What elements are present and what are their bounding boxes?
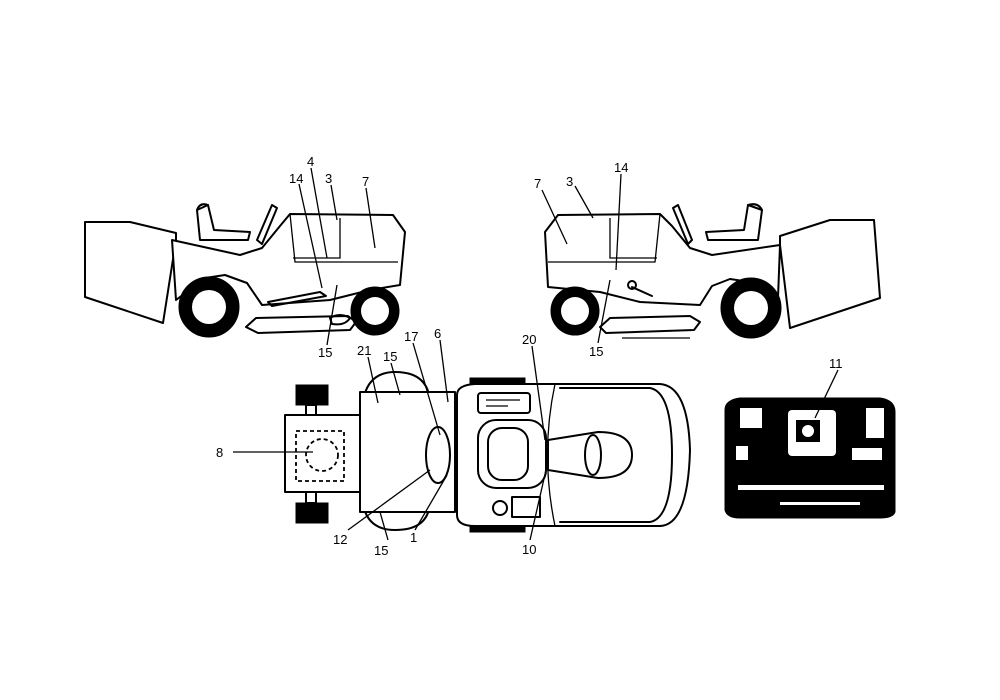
- callout-label: 15: [589, 344, 603, 359]
- callout-label: 20: [522, 332, 536, 347]
- callout-label: 14: [289, 171, 303, 186]
- callout-label: 15: [383, 349, 397, 364]
- callout-label: 4: [307, 154, 314, 169]
- callout-label: 14: [614, 160, 628, 175]
- right-side-view: [544, 203, 881, 339]
- callout-label: 10: [522, 542, 536, 557]
- callout-label: 7: [534, 176, 541, 191]
- callout-label: 17: [404, 329, 418, 344]
- callout-label: 15: [374, 543, 388, 558]
- control-panel-inset: [724, 397, 896, 519]
- leader-lines: [233, 167, 839, 541]
- callout-label: 1: [410, 530, 417, 545]
- callout-label: 3: [566, 174, 573, 189]
- callout-label: 15: [318, 345, 332, 360]
- callout-label: 7: [362, 174, 369, 189]
- callout-label: 12: [333, 532, 347, 547]
- callout-label: 3: [325, 171, 332, 186]
- callout-label: 8: [216, 445, 223, 460]
- callout-labels: 4 3 14 7 15 7 3 14 15 21 15 17 6 20 8 12…: [216, 154, 843, 558]
- callout-label: 21: [357, 343, 371, 358]
- top-view: [284, 371, 691, 533]
- left-side-view: [84, 203, 406, 338]
- callout-label: 11: [829, 356, 843, 371]
- callout-label: 6: [434, 326, 441, 341]
